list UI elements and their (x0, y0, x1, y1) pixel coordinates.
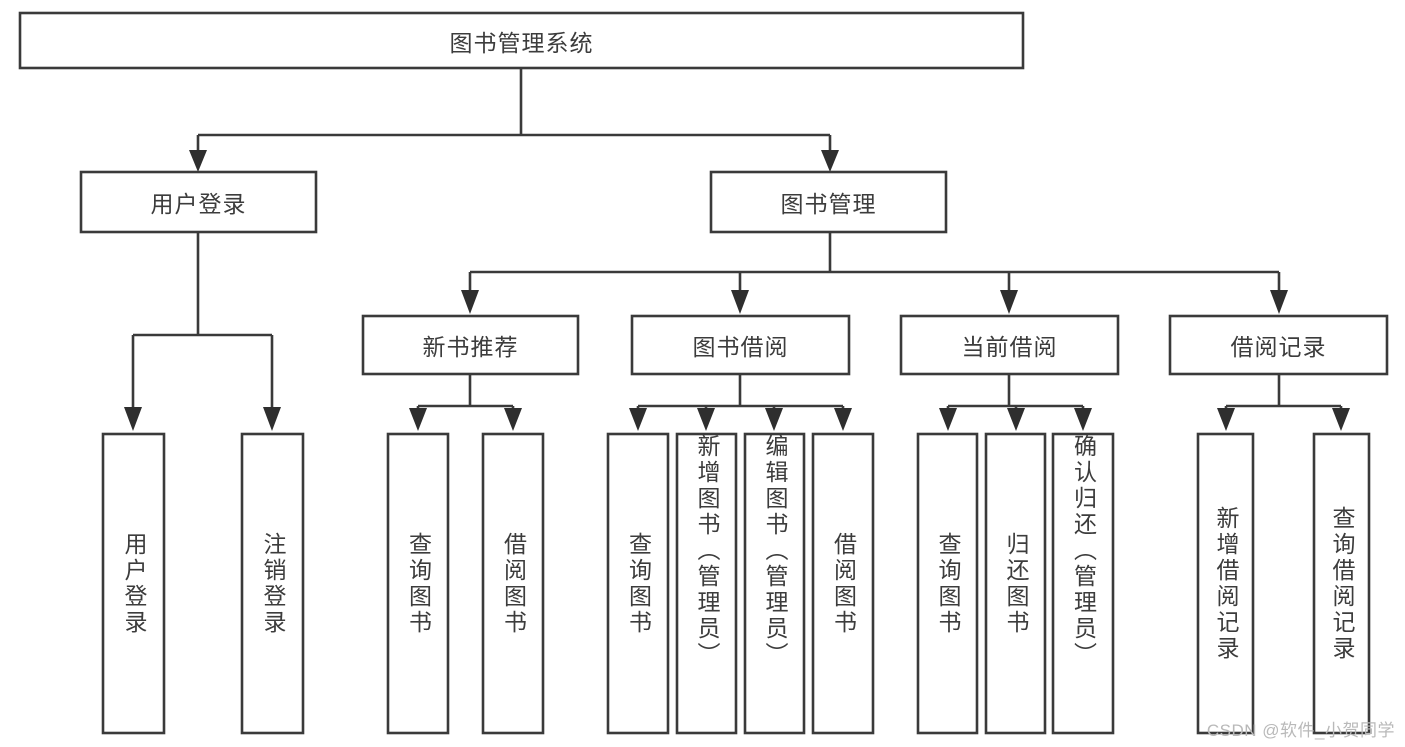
arrow-head-icon (1217, 408, 1235, 431)
arrow-head-icon (1000, 290, 1018, 314)
arrow-head-icon (697, 408, 715, 431)
connector-current-borrow-to-leaves (939, 374, 1092, 431)
node-leaf-edit-book-box[interactable] (743, 432, 806, 735)
connector-borrow-record-to-leaves (1217, 374, 1350, 431)
arrow-head-icon (939, 408, 957, 431)
arrow-head-icon (263, 407, 281, 431)
node-leaf-recommend-query-book-box[interactable] (386, 432, 450, 735)
arrow-head-icon (189, 150, 207, 172)
csdn-watermark: CSDN @软件_小贺同学 (1206, 721, 1395, 740)
connector-user-login-to-leaves (124, 232, 281, 431)
node-leaf-borrow-book-box[interactable] (811, 432, 875, 735)
connector-new-book-recommend-to-leaves (409, 374, 522, 431)
arrow-head-icon (124, 407, 142, 431)
node-leaf-logout-box[interactable] (240, 432, 305, 735)
arrow-head-icon (821, 150, 839, 172)
node-leaf-confirm-return-box[interactable] (1051, 432, 1115, 735)
connector-root-to-level2 (189, 68, 839, 172)
node-leaf-current-query-book-box[interactable] (916, 432, 979, 735)
node-leaf-borrow-query-book-box[interactable] (606, 432, 670, 735)
node-new-book-recommend-box[interactable] (361, 314, 580, 376)
arrow-head-icon (1074, 408, 1092, 431)
node-leaf-add-book-box[interactable] (675, 432, 738, 735)
node-leaf-query-record-box[interactable] (1312, 432, 1371, 735)
node-leaf-user-login-box[interactable] (101, 432, 166, 735)
arrow-head-icon (1270, 290, 1288, 314)
node-root-box[interactable] (18, 11, 1025, 70)
node-leaf-return-book-box[interactable] (984, 432, 1047, 735)
arrow-head-icon (1007, 408, 1025, 431)
arrow-head-icon (409, 408, 427, 431)
arrow-head-icon (765, 408, 783, 431)
arrow-head-icon (629, 408, 647, 431)
node-borrow-record-box[interactable] (1168, 314, 1389, 376)
arrow-head-icon (504, 408, 522, 431)
arrow-head-icon (834, 408, 852, 431)
node-book-borrow-box[interactable] (630, 314, 851, 376)
node-user-login-box[interactable] (79, 170, 318, 234)
node-book-manage-box[interactable] (709, 170, 948, 234)
node-current-borrow-box[interactable] (899, 314, 1120, 376)
connector-book-manage-to-level3 (461, 232, 1288, 314)
node-leaf-add-record-box[interactable] (1196, 432, 1255, 735)
arrow-head-icon (461, 290, 479, 314)
arrow-head-icon (1332, 408, 1350, 431)
arrow-head-icon (731, 290, 749, 314)
connector-book-borrow-to-leaves (629, 374, 852, 431)
node-leaf-recommend-borrow-book-box[interactable] (481, 432, 545, 735)
